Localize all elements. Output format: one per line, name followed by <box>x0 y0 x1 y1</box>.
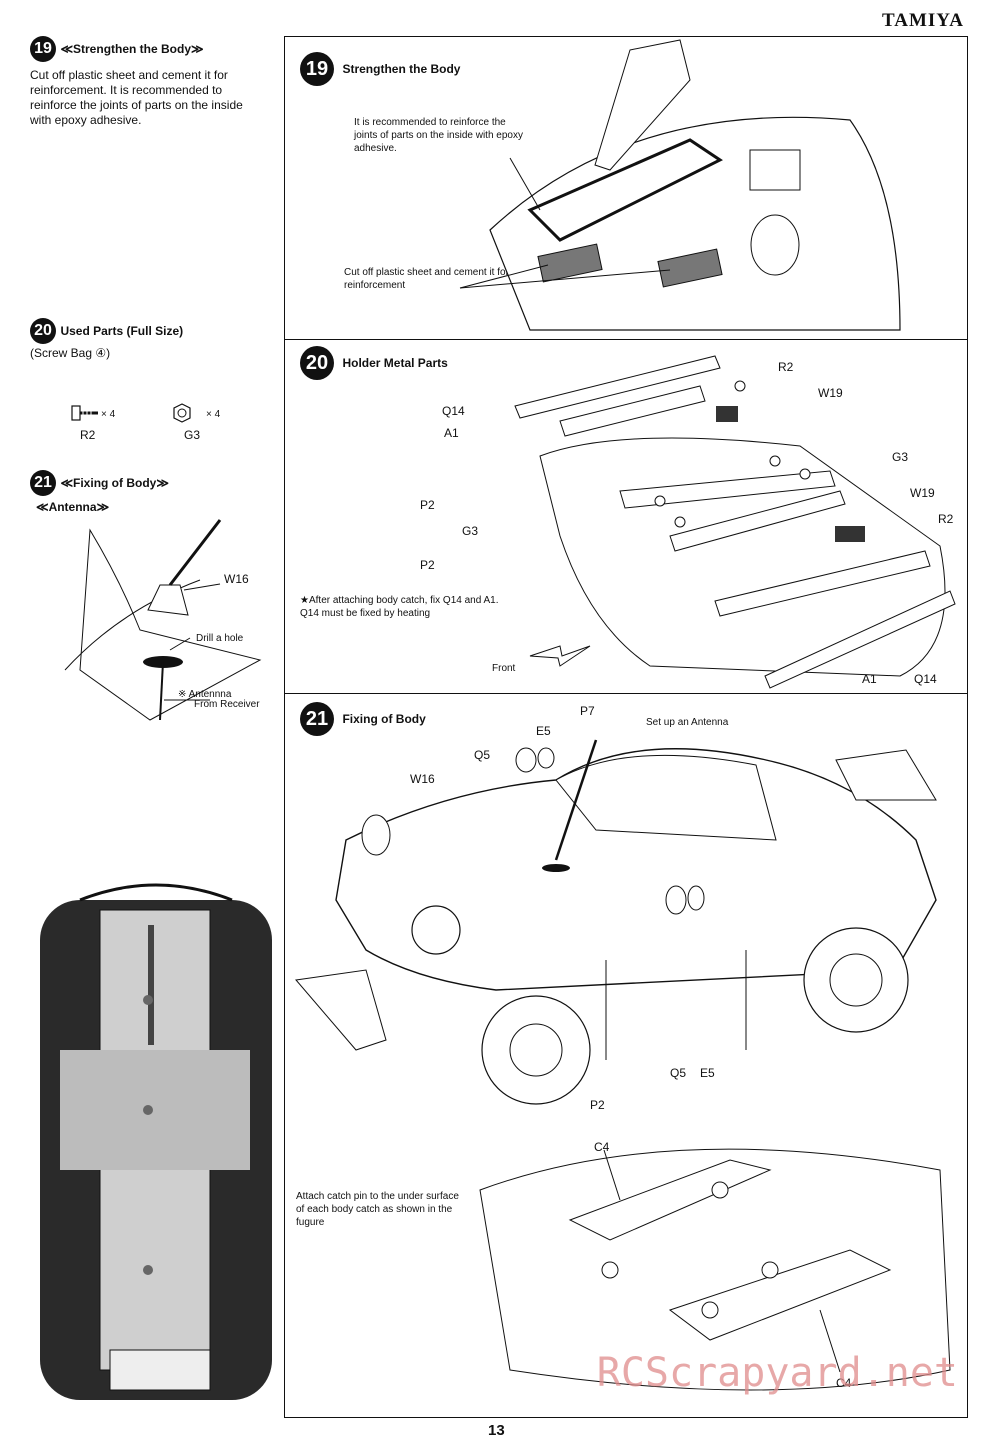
g3-label-2: G3 <box>462 524 479 538</box>
q5-label-2: Q5 <box>670 1066 687 1080</box>
panel19-header: 19 Strengthen the Body <box>300 52 460 86</box>
panel21-note: Attach catch pin to the under surface of… <box>296 1191 459 1228</box>
step-subtitle: ≪Antenna≫ <box>36 500 110 514</box>
step-title: ≪Strengthen the Body≫ <box>60 42 204 57</box>
part1-qty: × 4 <box>101 409 116 420</box>
parts-icons <box>71 403 191 423</box>
step-title: Strengthen the Body <box>342 62 461 77</box>
catch-pin-diagram <box>479 1148 951 1391</box>
step-number: 21 <box>300 702 334 736</box>
r2-label: R2 <box>778 360 794 374</box>
instruction-frame <box>284 36 968 1418</box>
w19-label-2: W19 <box>910 486 935 500</box>
front-label: Front <box>492 663 516 674</box>
body-interior-diagram <box>459 39 901 331</box>
step-text: Cut off plastic sheet and cement it for … <box>30 68 243 127</box>
holder-parts-diagram <box>514 355 956 689</box>
antenna-diagram <box>64 519 262 721</box>
q14-label: Q14 <box>442 404 465 418</box>
car-body-diagram <box>295 739 937 1105</box>
panel19-note1: It is recommended to reinforce the joint… <box>354 117 523 154</box>
step-title: ≪Fixing of Body≫ <box>60 476 169 491</box>
panel20-note: ★After attaching body catch, fix Q14 and… <box>300 595 499 619</box>
g3-label: G3 <box>892 450 909 464</box>
step-number: 20 <box>300 346 334 380</box>
chassis-photo <box>40 883 272 1400</box>
drill-label: Drill a hole <box>196 633 244 644</box>
panel19-note2: Cut off plastic sheet and cement it for … <box>344 267 509 291</box>
a1-label: A1 <box>444 426 459 440</box>
step-title: Used Parts (Full Size) <box>60 324 184 339</box>
antenna-callout: Set up an Antenna <box>646 717 729 728</box>
p2-label: P2 <box>420 498 435 512</box>
e5-label-2: E5 <box>700 1066 715 1080</box>
step20-left: 20 Used Parts (Full Size) (Screw Bag ④) <box>30 318 262 361</box>
page-number: 13 <box>488 1422 505 1439</box>
p2-label-2: P2 <box>420 558 435 572</box>
screw-bag: (Screw Bag ④) <box>30 346 111 360</box>
p7-label: P7 <box>580 704 595 718</box>
panel20-header: 20 Holder Metal Parts <box>300 346 448 380</box>
step-title: Holder Metal Parts <box>342 356 448 371</box>
screw-icon <box>71 405 98 421</box>
part2-name: G3 <box>184 428 201 442</box>
step-number: 19 <box>300 52 334 86</box>
w19-label: W19 <box>818 386 843 400</box>
q5-label: Q5 <box>474 748 491 762</box>
step19-left: 19 ≪Strengthen the Body≫ Cut off plastic… <box>30 36 262 128</box>
c4-label-2: C4 <box>836 1376 852 1390</box>
a1-label-2: A1 <box>862 672 877 686</box>
p2-label: P2 <box>590 1098 605 1112</box>
panel21-header: 21 Fixing of Body <box>300 702 426 736</box>
w16-label: W16 <box>410 772 435 786</box>
part1-name: R2 <box>80 428 96 442</box>
q14-label-2: Q14 <box>914 672 937 686</box>
step-title: Fixing of Body <box>342 712 426 727</box>
divider <box>285 339 967 340</box>
e5-label: E5 <box>536 724 551 738</box>
antenna-label-1: ※ Antennna <box>178 689 232 700</box>
nut-icon <box>173 403 191 423</box>
step-number: 20 <box>30 318 56 344</box>
w16-label: W16 <box>224 572 249 586</box>
watermark: RCScrapyard.net <box>596 1350 958 1396</box>
part2-qty: × 4 <box>206 409 221 420</box>
step21-left: 21 ≪Fixing of Body≫ ≪Antenna≫ <box>30 470 262 514</box>
antenna-label-2: From Receiver <box>194 699 260 710</box>
divider <box>285 693 967 694</box>
step-number: 19 <box>30 36 56 62</box>
r2-label-2: R2 <box>938 512 954 526</box>
step-number: 21 <box>30 470 56 496</box>
brand-logo: TAMIYA <box>881 10 964 31</box>
c4-label: C4 <box>594 1140 610 1154</box>
